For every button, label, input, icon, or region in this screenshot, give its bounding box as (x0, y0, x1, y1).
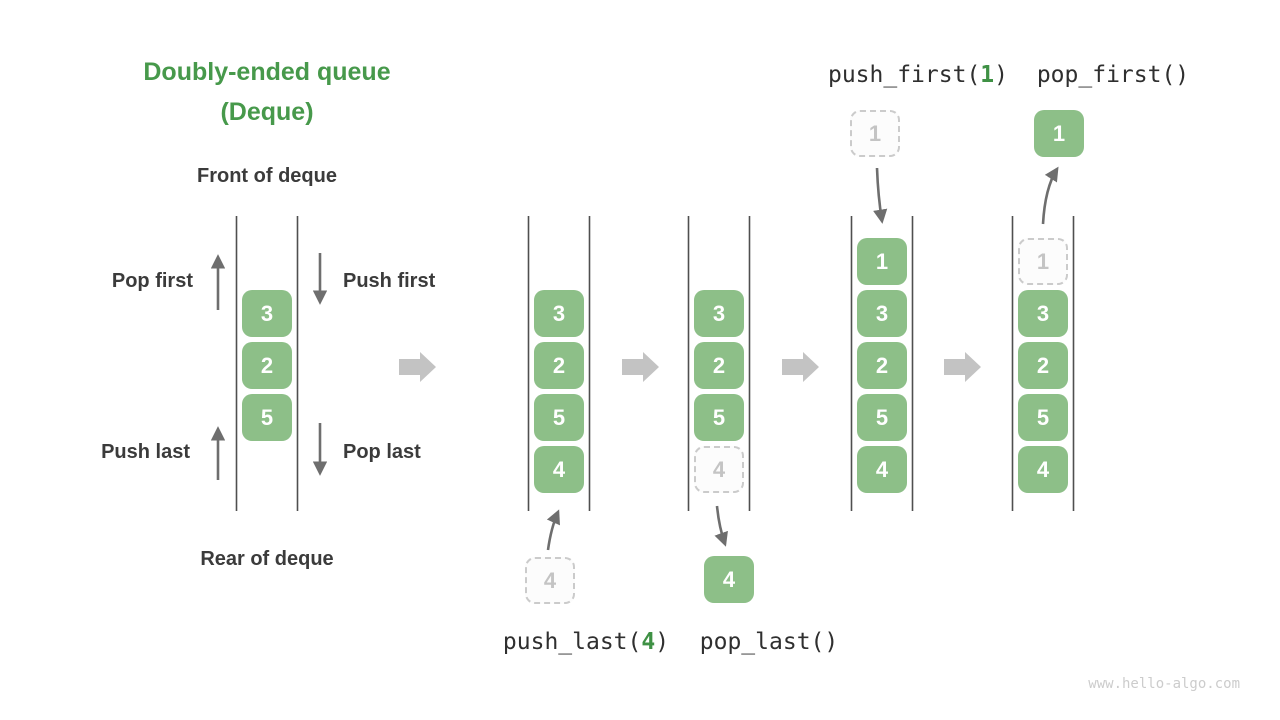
step-arrow-4 (944, 352, 981, 382)
push-last-code-label: push_last(4) (503, 629, 669, 655)
deque-item-deque-initial: 2 (242, 342, 292, 389)
diagram-title: Doubly-ended queue (Deque) (117, 52, 417, 132)
push-last-op-arrow (546, 509, 560, 551)
deque-item-deque-after-pop-last: 2 (694, 342, 744, 389)
deque-item-deque-after-push-first: 2 (857, 342, 907, 389)
pop-first-label: Pop first (111, 270, 193, 292)
deque-item-deque-after-pop-last: 5 (694, 394, 744, 441)
deque-item-deque-after-pop-last: 3 (694, 290, 744, 337)
push-first-op-arrow (873, 167, 888, 224)
deque-item-deque-after-push-last: 2 (534, 342, 584, 389)
deque-item-deque-after-push-first: 5 (857, 394, 907, 441)
pop-last-label: Pop last (343, 441, 421, 463)
deque-item-ghost-push-first-incoming: 1 (850, 110, 900, 157)
deque-item-deque-initial: 3 (242, 290, 292, 337)
pop-last-code-label: pop_last() (699, 629, 839, 655)
queue-walls (235, 216, 1075, 511)
deque-item-deque-after-push-first: 3 (857, 290, 907, 337)
deque-item-deque-after-push-first: 1 (857, 238, 907, 285)
push-first-code-label: push_first(1) (828, 62, 1008, 88)
deque-item-deque-initial: 5 (242, 394, 292, 441)
push-last-code-suffix: ) (655, 629, 670, 655)
deque-item-pop-last-outgoing: 4 (704, 556, 754, 603)
front-of-deque-label: Front of deque (197, 165, 337, 187)
deque-item-ghost-push-last-incoming: 4 (525, 557, 575, 604)
deque-item-deque-after-pop-first: 4 (1018, 446, 1068, 493)
watermark: www.hello-algo.com (1088, 676, 1240, 692)
push-last-code-prefix: push_last( (502, 629, 642, 655)
pop-last-op-arrow (714, 505, 728, 547)
deque-item-ghost-deque-after-pop-last: 4 (694, 446, 744, 493)
push-first-label: Push first (343, 270, 436, 292)
pop-first-op-arrow (1041, 166, 1059, 225)
diagram-title-line2: (Deque) (220, 98, 314, 126)
push-last-label: Push last (101, 441, 190, 463)
deque-item-deque-after-push-last: 4 (534, 446, 584, 493)
push-last-code-arg: 4 (641, 629, 656, 655)
deque-item-ghost-deque-after-pop-first: 1 (1018, 238, 1068, 285)
step-arrow-3 (782, 352, 819, 382)
deque-item-deque-after-pop-first: 2 (1018, 342, 1068, 389)
step-arrow-2 (622, 352, 659, 382)
push-first-code-arg: 1 (980, 62, 995, 88)
diagram-title-line1: Doubly-ended queue (143, 58, 391, 86)
deque-item-deque-after-push-first: 4 (857, 446, 907, 493)
rear-of-deque-label: Rear of deque (200, 548, 334, 570)
deque-item-deque-after-pop-first: 3 (1018, 290, 1068, 337)
step-arrow-1 (399, 352, 436, 382)
pop-first-code-label: pop_first() (1036, 62, 1190, 88)
deque-item-deque-after-push-last: 3 (534, 290, 584, 337)
push-first-code-suffix: ) (994, 62, 1009, 88)
push-first-code-prefix: push_first( (827, 62, 981, 88)
deque-item-pop-first-outgoing: 1 (1034, 110, 1084, 157)
deque-item-deque-after-pop-first: 5 (1018, 394, 1068, 441)
deque-item-deque-after-push-last: 5 (534, 394, 584, 441)
